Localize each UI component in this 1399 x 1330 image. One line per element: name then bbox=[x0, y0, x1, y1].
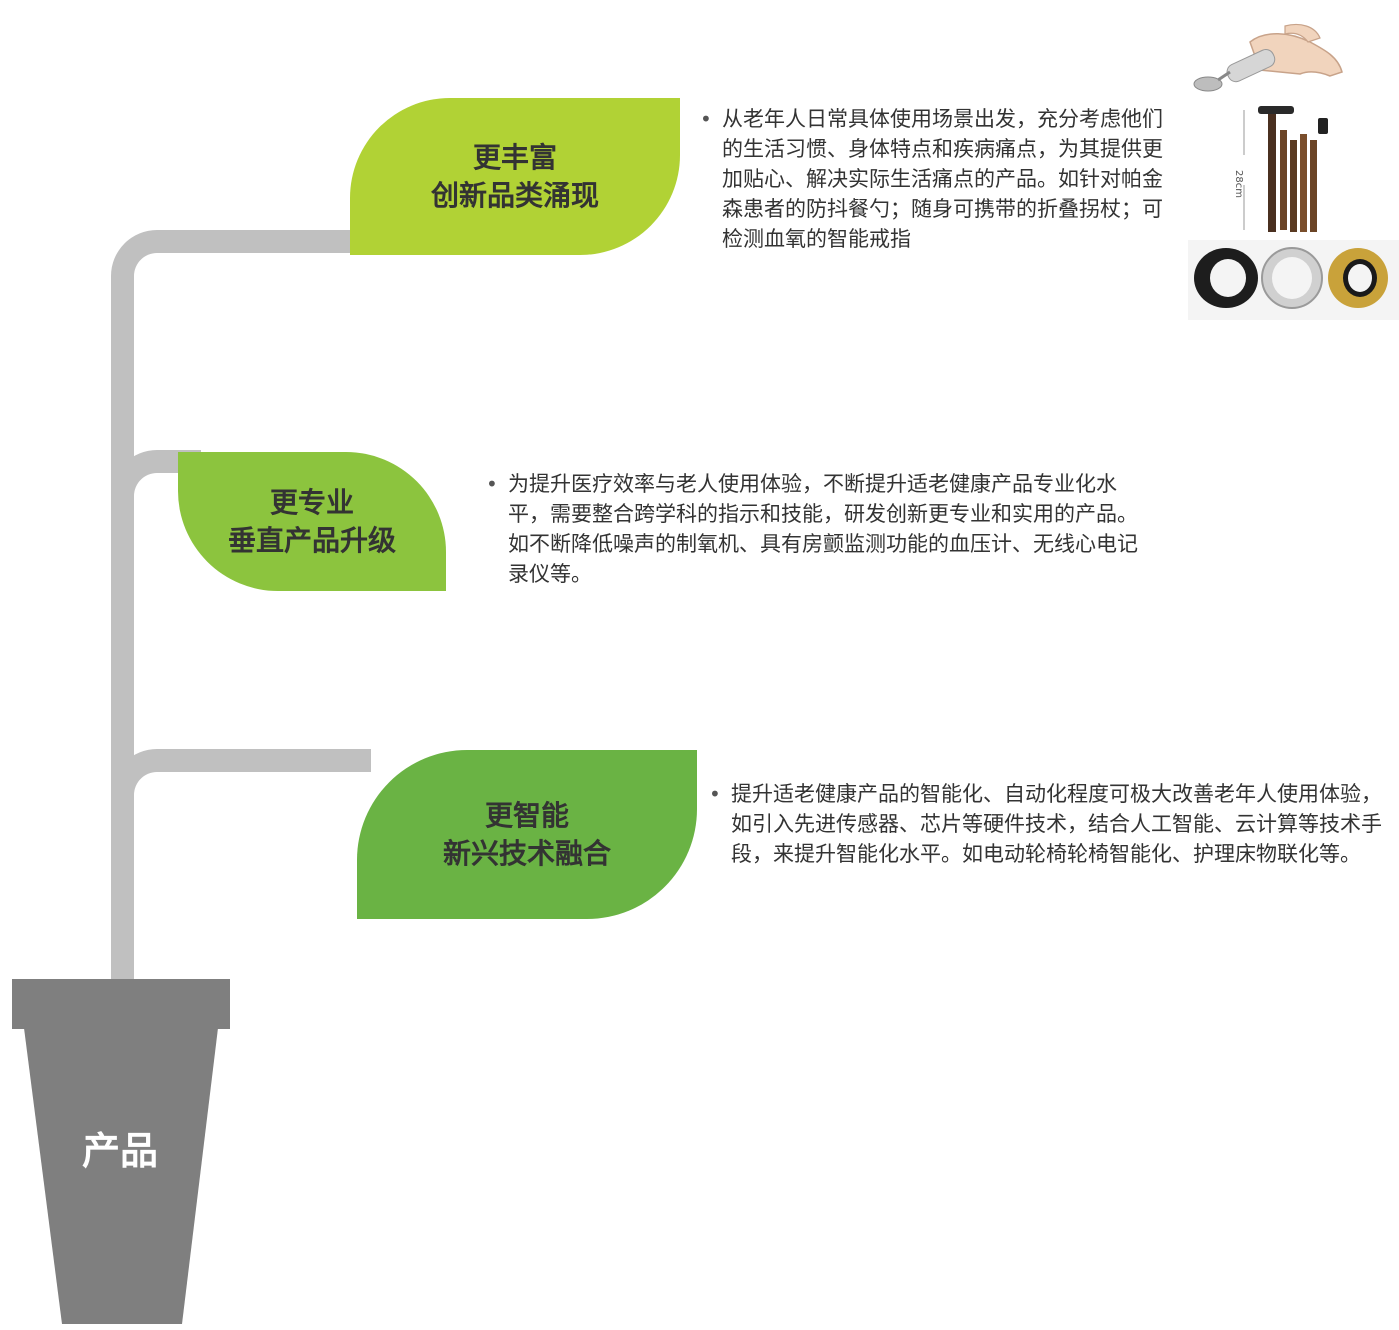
smart-rings-icon bbox=[1188, 240, 1399, 320]
folding-cane-icon: 28cm bbox=[1233, 106, 1328, 232]
bullet-icon: • bbox=[709, 782, 721, 806]
stem-branch-3 bbox=[111, 749, 371, 809]
root-label: 产品 bbox=[81, 1129, 158, 1173]
pot-body bbox=[24, 1028, 218, 1324]
branch-description-text: 为提升医疗效率与老人使用体验，不断提升适老健康产品专业化水平，需要整合跨学科的指… bbox=[508, 472, 1138, 586]
branch-subtitle: 创新品类涌现 bbox=[430, 178, 599, 212]
branch-title: 更丰富 bbox=[472, 140, 557, 174]
main-stem bbox=[111, 276, 134, 980]
pot-rim bbox=[12, 979, 230, 1029]
branch-title: 更智能 bbox=[484, 798, 569, 832]
branch-description-text: 提升适老健康产品的智能化、自动化程度可极大改善老年人使用体验，如引入先进传感器、… bbox=[731, 782, 1382, 866]
bullet-icon: • bbox=[700, 107, 712, 131]
branch-description: • 为提升医疗效率与老人使用体验，不断提升适老健康产品专业化水平，需要整合跨学科… bbox=[486, 469, 1156, 589]
branch-card-smarter: 更智能 新兴技术融合 bbox=[357, 750, 697, 919]
branch-description: • 从老年人日常具体使用场景出发，充分考虑他们的生活习惯、身体特点和疾病痛点，为… bbox=[700, 104, 1180, 254]
branch-card-professional: 更专业 垂直产品升级 bbox=[178, 452, 446, 591]
branch-title: 更专业 bbox=[269, 485, 354, 519]
stem-branch-1-end bbox=[300, 230, 360, 253]
branch-card-richer: 更丰富 创新品类涌现 bbox=[350, 98, 680, 255]
branch-description-text: 从老年人日常具体使用场景出发，充分考虑他们的生活习惯、身体特点和疾病痛点，为其提… bbox=[722, 107, 1163, 251]
branch-subtitle: 新兴技术融合 bbox=[442, 836, 611, 870]
bullet-icon: • bbox=[486, 472, 498, 496]
branch-description: • 提升适老健康产品的智能化、自动化程度可极大改善老年人使用体验，如引入先进传感… bbox=[709, 779, 1389, 869]
branch-subtitle: 垂直产品升级 bbox=[227, 523, 396, 557]
anti-tremor-spoon-icon bbox=[1193, 23, 1343, 92]
cane-dimension-label: 28cm bbox=[1233, 170, 1244, 198]
